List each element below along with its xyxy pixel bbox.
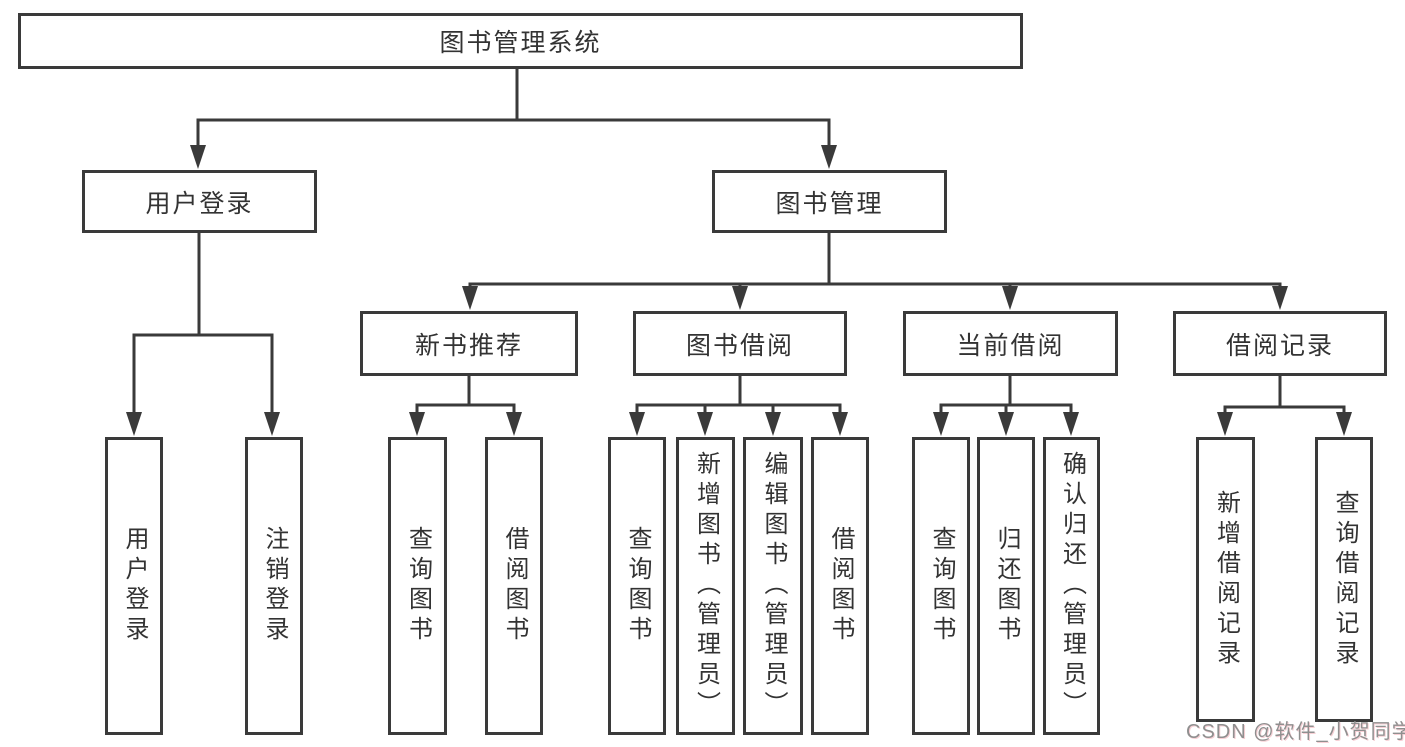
leaf-borrow-books: 借阅图书 — [811, 437, 869, 735]
node-user-login: 用户登录 — [82, 170, 317, 233]
leaf-edit-books-admin-label: 编辑图书（管理员） — [760, 451, 787, 721]
node-borrow-records: 借阅记录 — [1173, 311, 1387, 376]
connector-book-borrow — [635, 376, 842, 414]
node-user-login-label: 用户登录 — [145, 189, 254, 218]
arrowhead — [1217, 412, 1233, 436]
leaf-query-books-recommend: 查询图书 — [388, 437, 447, 735]
leaf-add-borrow-record: 新增借阅记录 — [1196, 437, 1255, 722]
node-current-borrow-label: 当前借阅 — [956, 331, 1065, 360]
arrowhead — [629, 412, 645, 436]
connector-borrow-records — [1223, 376, 1346, 416]
node-root: 图书管理系统 — [18, 13, 1023, 69]
arrowhead — [821, 145, 837, 169]
arrowhead — [190, 145, 206, 169]
node-new-book-recommend-label: 新书推荐 — [414, 331, 523, 360]
node-current-borrow: 当前借阅 — [903, 311, 1118, 376]
node-book-borrow: 图书借阅 — [633, 311, 847, 376]
connector-new-book-recommend — [415, 376, 516, 414]
leaf-add-books-admin: 新增图书（管理员） — [676, 437, 735, 735]
connector-user-login — [132, 233, 274, 414]
leaf-confirm-return-admin: 确认归还（管理员） — [1043, 437, 1100, 735]
leaf-borrow-books-recommend-label: 借阅图书 — [501, 526, 528, 646]
leaf-add-borrow-record-label: 新增借阅记录 — [1212, 489, 1240, 670]
leaf-query-borrow-record-label: 查询借阅记录 — [1331, 489, 1358, 670]
arrowhead — [732, 286, 748, 310]
arrowhead — [1336, 412, 1352, 436]
leaf-user-login: 用户登录 — [105, 437, 163, 735]
arrowhead — [462, 286, 478, 310]
node-new-book-recommend: 新书推荐 — [360, 311, 578, 376]
leaf-return-books: 归还图书 — [977, 437, 1035, 735]
node-book-management: 图书管理 — [712, 170, 947, 233]
leaf-user-login-label: 用户登录 — [121, 526, 148, 646]
leaf-query-books-recommend-label: 查询图书 — [404, 526, 432, 646]
leaf-query-borrow-record: 查询借阅记录 — [1315, 437, 1373, 722]
leaf-query-books-borrow-label: 查询图书 — [624, 526, 651, 646]
arrowhead — [765, 412, 781, 436]
arrowhead — [506, 412, 522, 436]
arrowhead — [933, 412, 949, 436]
arrowhead — [1002, 286, 1018, 310]
leaf-edit-books-admin: 编辑图书（管理员） — [743, 437, 803, 735]
arrowhead — [126, 412, 142, 436]
connector-book-management — [468, 233, 1282, 289]
arrowhead — [1272, 286, 1288, 310]
connector-root — [196, 68, 831, 147]
leaf-query-books-borrow: 查询图书 — [608, 437, 666, 735]
arrowhead — [409, 412, 425, 436]
leaf-query-books-current: 查询图书 — [912, 437, 970, 735]
leaf-add-books-admin-label: 新增图书（管理员） — [692, 451, 720, 721]
arrowhead — [832, 412, 848, 436]
arrowhead — [998, 412, 1014, 436]
node-root-label: 图书管理系统 — [439, 29, 602, 57]
leaf-logout: 注销登录 — [245, 437, 303, 735]
csdn-watermark: CSDN @软件_小贺同学 — [1186, 721, 1405, 743]
leaf-confirm-return-admin-label: 确认归还（管理员） — [1058, 451, 1086, 721]
leaf-return-books-label: 归还图书 — [993, 526, 1020, 646]
arrowhead — [1063, 412, 1079, 436]
leaf-logout-label: 注销登录 — [261, 526, 288, 646]
connector-current-borrow — [939, 376, 1073, 414]
arrowhead — [264, 412, 280, 436]
arrowhead — [697, 412, 713, 436]
leaf-borrow-books-recommend: 借阅图书 — [485, 437, 543, 735]
node-borrow-records-label: 借阅记录 — [1225, 331, 1334, 360]
leaf-borrow-books-label: 借阅图书 — [827, 526, 854, 646]
leaf-query-books-current-label: 查询图书 — [928, 526, 955, 646]
node-book-management-label: 图书管理 — [775, 189, 884, 218]
node-book-borrow-label: 图书借阅 — [685, 331, 794, 360]
